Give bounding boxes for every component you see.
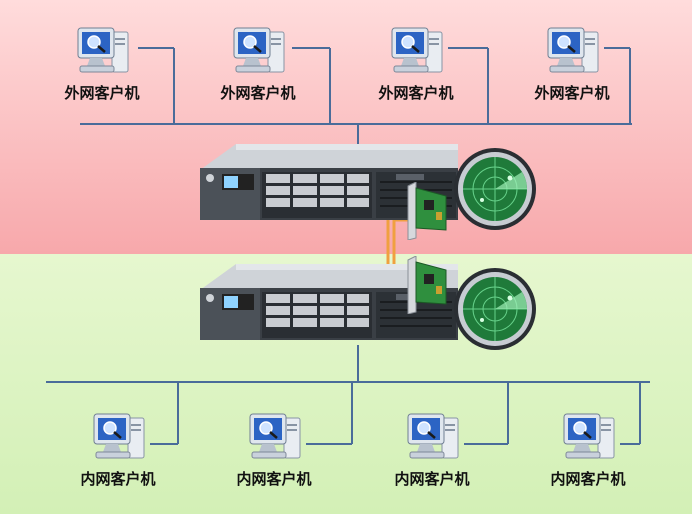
computer-icon (407, 413, 459, 459)
client-label: 内网客户机 (236, 470, 312, 488)
computer-icon (563, 413, 615, 459)
client-label: 内网客户机 (394, 470, 470, 488)
inner-client-1: 内网客户机 (58, 412, 178, 492)
client-label: 外网客户机 (378, 84, 454, 102)
radar-icon (454, 148, 536, 230)
client-label: 外网客户机 (220, 84, 296, 102)
outer-client-3: 外网客户机 (356, 26, 476, 106)
network-card-icon (407, 256, 447, 314)
computer-icon (391, 27, 443, 73)
computer-icon (93, 413, 145, 459)
computer-icon (233, 27, 285, 73)
computer-icon (547, 27, 599, 73)
client-label: 内网客户机 (80, 470, 156, 488)
inner-client-3: 内网客户机 (372, 412, 492, 492)
client-label: 内网客户机 (550, 470, 626, 488)
inner-client-2: 内网客户机 (214, 412, 334, 492)
outer-client-4: 外网客户机 (512, 26, 632, 106)
radar-icon (454, 268, 536, 350)
network-card-icon (407, 182, 447, 240)
client-label: 外网客户机 (64, 84, 140, 102)
computer-icon (249, 413, 301, 459)
outer-client-1: 外网客户机 (42, 26, 162, 106)
client-label: 外网客户机 (534, 84, 610, 102)
computer-icon (77, 27, 129, 73)
outer-client-2: 外网客户机 (198, 26, 318, 106)
inner-client-4: 内网客户机 (528, 412, 648, 492)
